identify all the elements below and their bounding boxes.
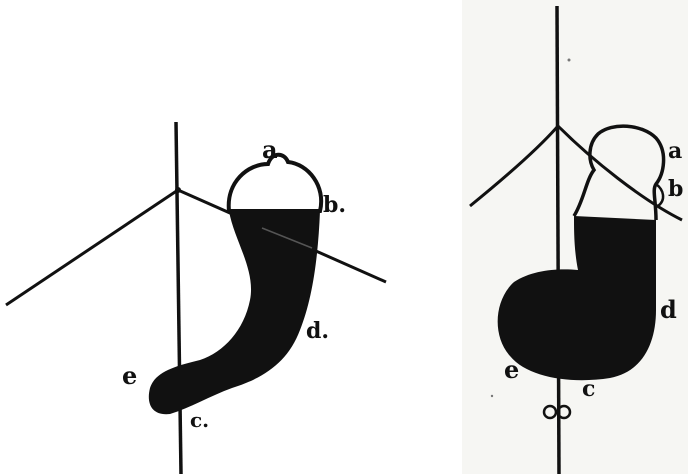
loop-b [656, 184, 663, 206]
label-b: b [668, 178, 683, 200]
figure-right-drawing [462, 0, 688, 474]
label-a: a [668, 140, 682, 162]
apex-knot [175, 187, 181, 193]
fleck [491, 395, 493, 397]
label-a: a [262, 138, 278, 162]
label-d: d. [306, 320, 329, 342]
label-c: c [582, 378, 595, 400]
label-b: b. [323, 194, 346, 216]
left-slant-line [470, 126, 558, 206]
figure-left-drawing [0, 0, 440, 474]
label-e: e [122, 364, 137, 388]
label-e: e [504, 358, 519, 382]
fleck [568, 59, 571, 62]
left-slant-line [6, 190, 178, 305]
label-d: d [660, 298, 677, 322]
figure-left: a b. d. e c. [0, 0, 440, 474]
stomach-body [498, 216, 656, 380]
vertical-axis-line [557, 6, 559, 474]
bulb-outline [574, 126, 664, 220]
label-c: c. [190, 410, 209, 430]
vertical-axis-line [176, 122, 181, 474]
figure-right: a b d e c [462, 0, 688, 474]
